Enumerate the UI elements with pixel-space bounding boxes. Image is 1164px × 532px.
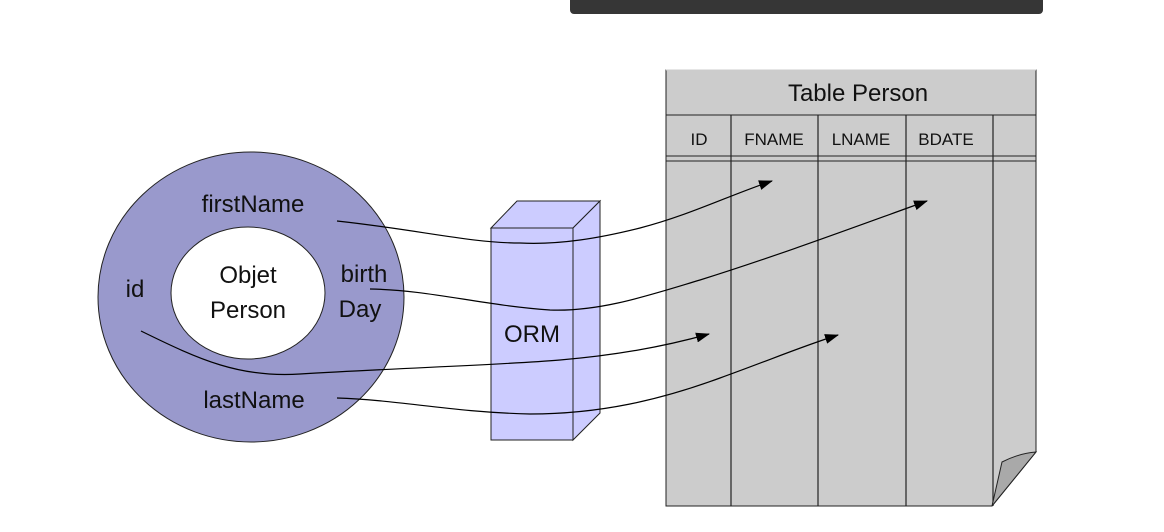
field-id: id: [126, 276, 145, 303]
field-last-name: lastName: [203, 387, 304, 414]
field-birth-line2: Day: [339, 296, 382, 323]
object-person: Objet Person firstName id birth Day last…: [97, 151, 405, 443]
arrow-lastname-to-lname: [336, 334, 839, 415]
arrow-id-to-id: [140, 330, 710, 376]
top-bar: [570, 0, 1043, 14]
page-curl: [991, 451, 1038, 507]
column-header-fname: FNAME: [744, 130, 804, 149]
orm-box: ORM: [489, 199, 602, 442]
table-person: Table Person ID FNAME LNAME BDATE: [665, 69, 1038, 507]
orm-box-front: [490, 227, 574, 441]
table-title: Table Person: [788, 80, 928, 107]
field-first-name: firstName: [202, 191, 305, 218]
arrow-birthday-to-bdate: [369, 200, 928, 311]
arrow-firstname-to-fname: [336, 180, 773, 244]
mapping-arrows: [140, 180, 928, 415]
column-header-lname: LNAME: [832, 130, 891, 149]
orm-label: ORM: [504, 321, 560, 348]
object-center: [170, 226, 326, 360]
column-header-id: ID: [691, 130, 708, 149]
object-center-label-line2: Person: [210, 297, 286, 324]
object-center-label-line1: Objet: [219, 262, 277, 289]
field-birth-line1: birth: [341, 261, 388, 288]
column-header-bdate: BDATE: [918, 130, 973, 149]
